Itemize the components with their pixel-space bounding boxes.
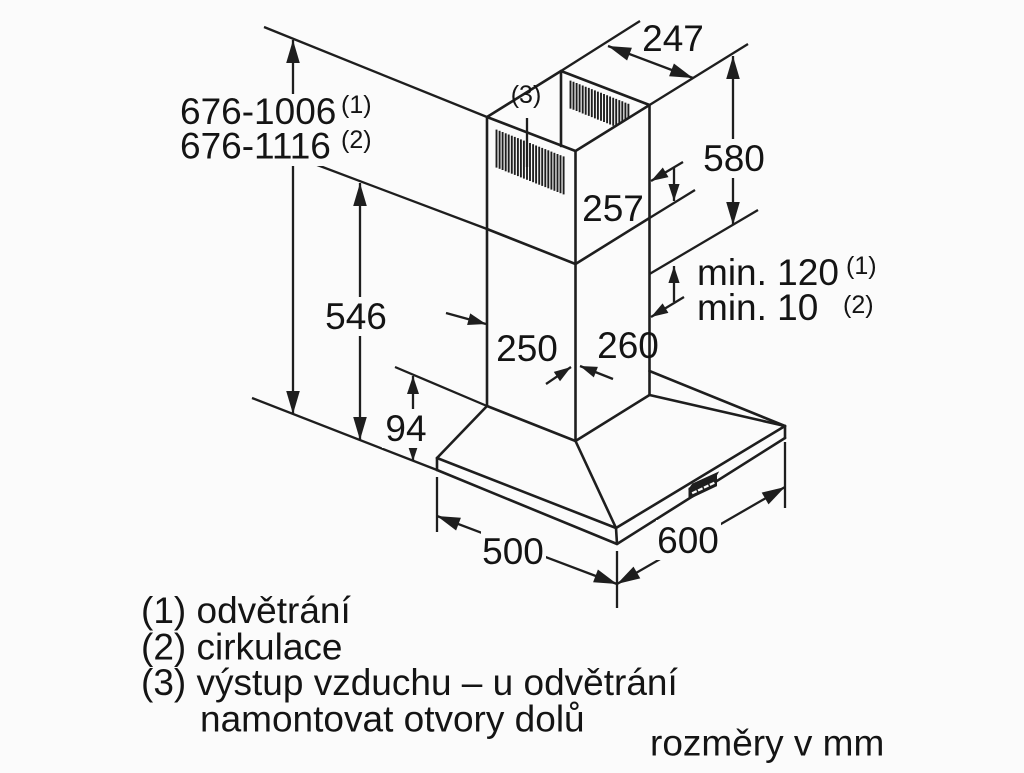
dim-min-10-label: min. 10: [697, 287, 818, 328]
control-panel: [688, 471, 720, 500]
extension-lines: [251, 20, 787, 608]
dim-min-120-label: min. 120: [697, 252, 839, 293]
legend-item-1: (1) odvětrání: [141, 590, 351, 631]
dim-min-120-ref: (1): [846, 252, 877, 280]
air-outlet-slots-right: [569, 80, 630, 132]
dim-height-range-2-label-mask: [176, 129, 336, 166]
dim-546-label-mask: [322, 297, 390, 336]
dim-600-label: 600: [657, 520, 719, 561]
dim-height-range-1-label: 676-1006: [180, 91, 336, 132]
dim-546-label: 546: [325, 296, 387, 337]
dim-height-range-1-ref: (1): [341, 91, 372, 119]
dim-height-range-2-label: 676-1116: [180, 126, 331, 167]
dim-height-range-2-ref: (2): [341, 126, 372, 154]
outlet-ref-label: (3): [511, 81, 542, 109]
dim-min-10-ref: (2): [843, 291, 874, 319]
legend-item-2: (2) cirkulace: [141, 627, 343, 668]
dim-257-label: 257: [582, 188, 644, 229]
dim-580-label-mask: [703, 139, 765, 178]
dim-500-label-mask: [481, 531, 546, 571]
dim-247-label: 247: [642, 18, 704, 59]
dim-height-range-1-label-mask: [176, 94, 336, 132]
dim-600-label-mask: [656, 520, 721, 560]
labels: 676-1006 (1) 676-1116 (2) 546 94 (3) 247…: [141, 18, 884, 764]
air-outlet-slots-left: [495, 129, 565, 195]
hood-outline: [435, 69, 787, 546]
legend-item-3: (3) výstup vzduchu – u odvětrání: [141, 662, 679, 703]
dim-500-label: 500: [482, 531, 544, 572]
dim-260-label: 260: [597, 325, 659, 366]
arrowheads: [286, 40, 785, 584]
dim-94-label: 94: [385, 408, 426, 449]
dim-250-label: 250: [496, 328, 558, 369]
units-note: rozměry v mm: [650, 723, 884, 764]
dim-94-label-mask: [382, 409, 430, 448]
dim-580-label: 580: [703, 138, 765, 179]
legend-item-3-cont: namontovat otvory dolů: [200, 699, 585, 740]
